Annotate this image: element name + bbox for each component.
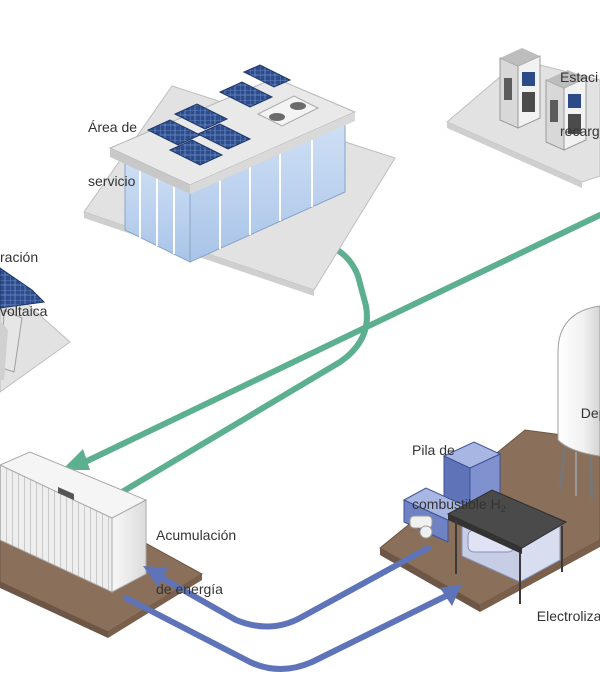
label-fuel-cell-line1: Pila de bbox=[412, 442, 455, 458]
hydrogen-tank-icon bbox=[557, 305, 600, 501]
solar-panel-icon bbox=[168, 139, 224, 166]
label-electrolyzer: Electroliza bbox=[529, 589, 600, 625]
pv-structure bbox=[0, 267, 71, 393]
ev-charger-icon bbox=[499, 48, 541, 129]
solar-panel-icon bbox=[196, 123, 252, 150]
label-service-area-line2: servicio bbox=[88, 173, 136, 189]
pv-platform bbox=[0, 279, 71, 393]
label-service-area: Área de servicio bbox=[88, 82, 137, 208]
solar-panel-icon bbox=[0, 267, 46, 309]
label-electrolyzer-text: Electroliza bbox=[536, 608, 600, 624]
charging-station bbox=[446, 48, 600, 188]
electrolyzer bbox=[446, 489, 568, 604]
solar-panel-icon bbox=[173, 103, 229, 130]
label-pv: ración voltaica bbox=[0, 212, 47, 338]
label-charging-line1: Estaci bbox=[560, 69, 599, 85]
ev-charger-icon bbox=[545, 70, 587, 151]
label-pv-line2: voltaica bbox=[0, 303, 48, 319]
solar-panel-icon bbox=[218, 81, 274, 108]
arrowhead-storage-blue bbox=[143, 566, 168, 587]
arrow-fuelcell-to-storage bbox=[159, 545, 431, 630]
service-area-building bbox=[83, 64, 396, 296]
arrowhead-storage bbox=[62, 449, 90, 470]
arrow-charging-to-storage bbox=[82, 212, 600, 465]
arrowhead-electrolyzer bbox=[440, 584, 462, 606]
label-charging-line2: recarg bbox=[560, 123, 600, 139]
label-storage-line2: de energía bbox=[156, 581, 223, 597]
label-deposit-text: Dep bbox=[580, 405, 600, 421]
label-charging: Estaci recarg bbox=[560, 32, 600, 158]
label-deposit: Dep bbox=[573, 386, 600, 422]
label-storage: Acumulación de energía bbox=[156, 490, 236, 616]
hydrogen-area bbox=[379, 305, 600, 612]
arrow-storage-to-electrolyzer bbox=[123, 593, 449, 672]
blue-flow-arrows bbox=[123, 545, 462, 672]
solar-panel-icon bbox=[242, 64, 292, 88]
label-service-area-line1: Área de bbox=[88, 119, 138, 135]
battery-container bbox=[0, 451, 148, 593]
label-pv-line1: ración bbox=[0, 249, 39, 265]
label-fuel-cell-line2: combustible H2 bbox=[412, 495, 506, 518]
label-storage-line1: Acumulación bbox=[156, 527, 237, 543]
label-fuel-cell-main: combustible H bbox=[412, 496, 501, 512]
hvac-unit bbox=[256, 95, 320, 127]
label-fuel-cell-subscript: 2 bbox=[500, 504, 506, 514]
arrow-storage-to-service bbox=[109, 232, 370, 501]
label-fuel-cell: Pila de combustible H2 bbox=[412, 405, 506, 536]
roof-solar-panels bbox=[146, 64, 292, 166]
